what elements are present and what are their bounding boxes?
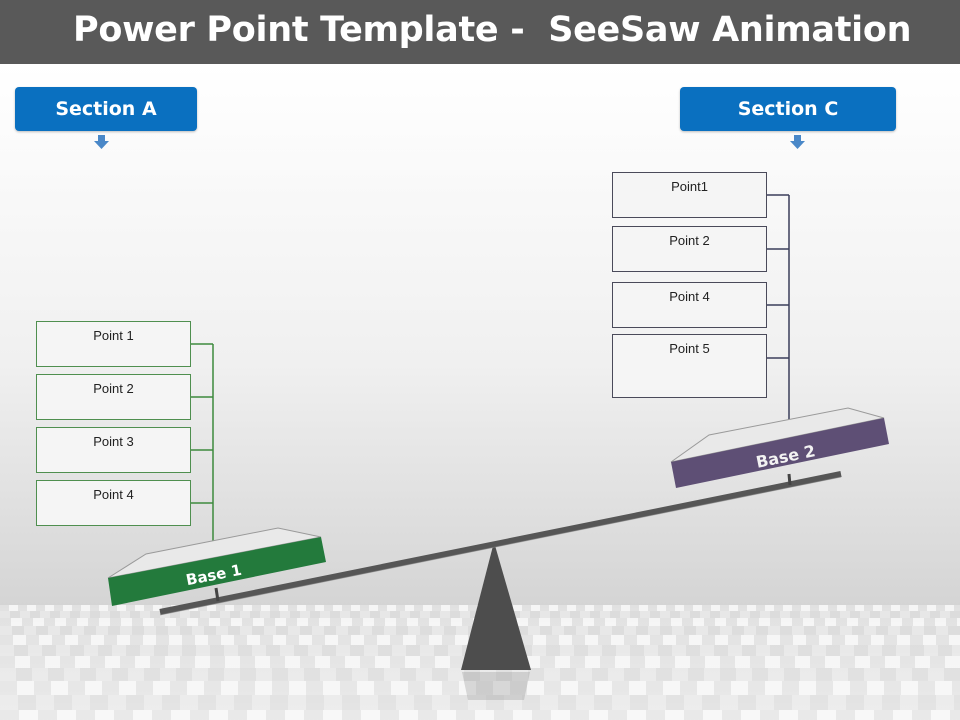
section-c-point-2: Point 2	[612, 226, 767, 272]
section-a-point-2: Point 2	[36, 374, 191, 420]
base-1: Base 1	[107, 527, 326, 606]
seesaw-beam	[159, 471, 842, 615]
section-a-point-1: Point 1	[36, 321, 191, 367]
section-a-connector	[191, 343, 214, 560]
section-a-button[interactable]: Section A	[15, 87, 197, 131]
page-title: Power Point Template - SeeSaw Animation	[73, 10, 912, 50]
section-a-point-3: Point 3	[36, 427, 191, 473]
down-arrow-icon	[790, 135, 805, 149]
section-a-point-4: Point 4	[36, 480, 191, 526]
section-c-button[interactable]: Section C	[680, 87, 896, 131]
fulcrum-reflection	[462, 672, 530, 700]
fulcrum	[461, 542, 531, 670]
section-c-point-3: Point 4	[612, 282, 767, 328]
section-c-point-4: Point 5	[612, 334, 767, 398]
down-arrow-icon	[94, 135, 109, 149]
base-2: Base 2	[670, 407, 889, 488]
section-c-point-1: Point1	[612, 172, 767, 218]
section-c-connector	[767, 194, 790, 422]
title-bar: Power Point Template - SeeSaw Animation	[0, 0, 960, 64]
